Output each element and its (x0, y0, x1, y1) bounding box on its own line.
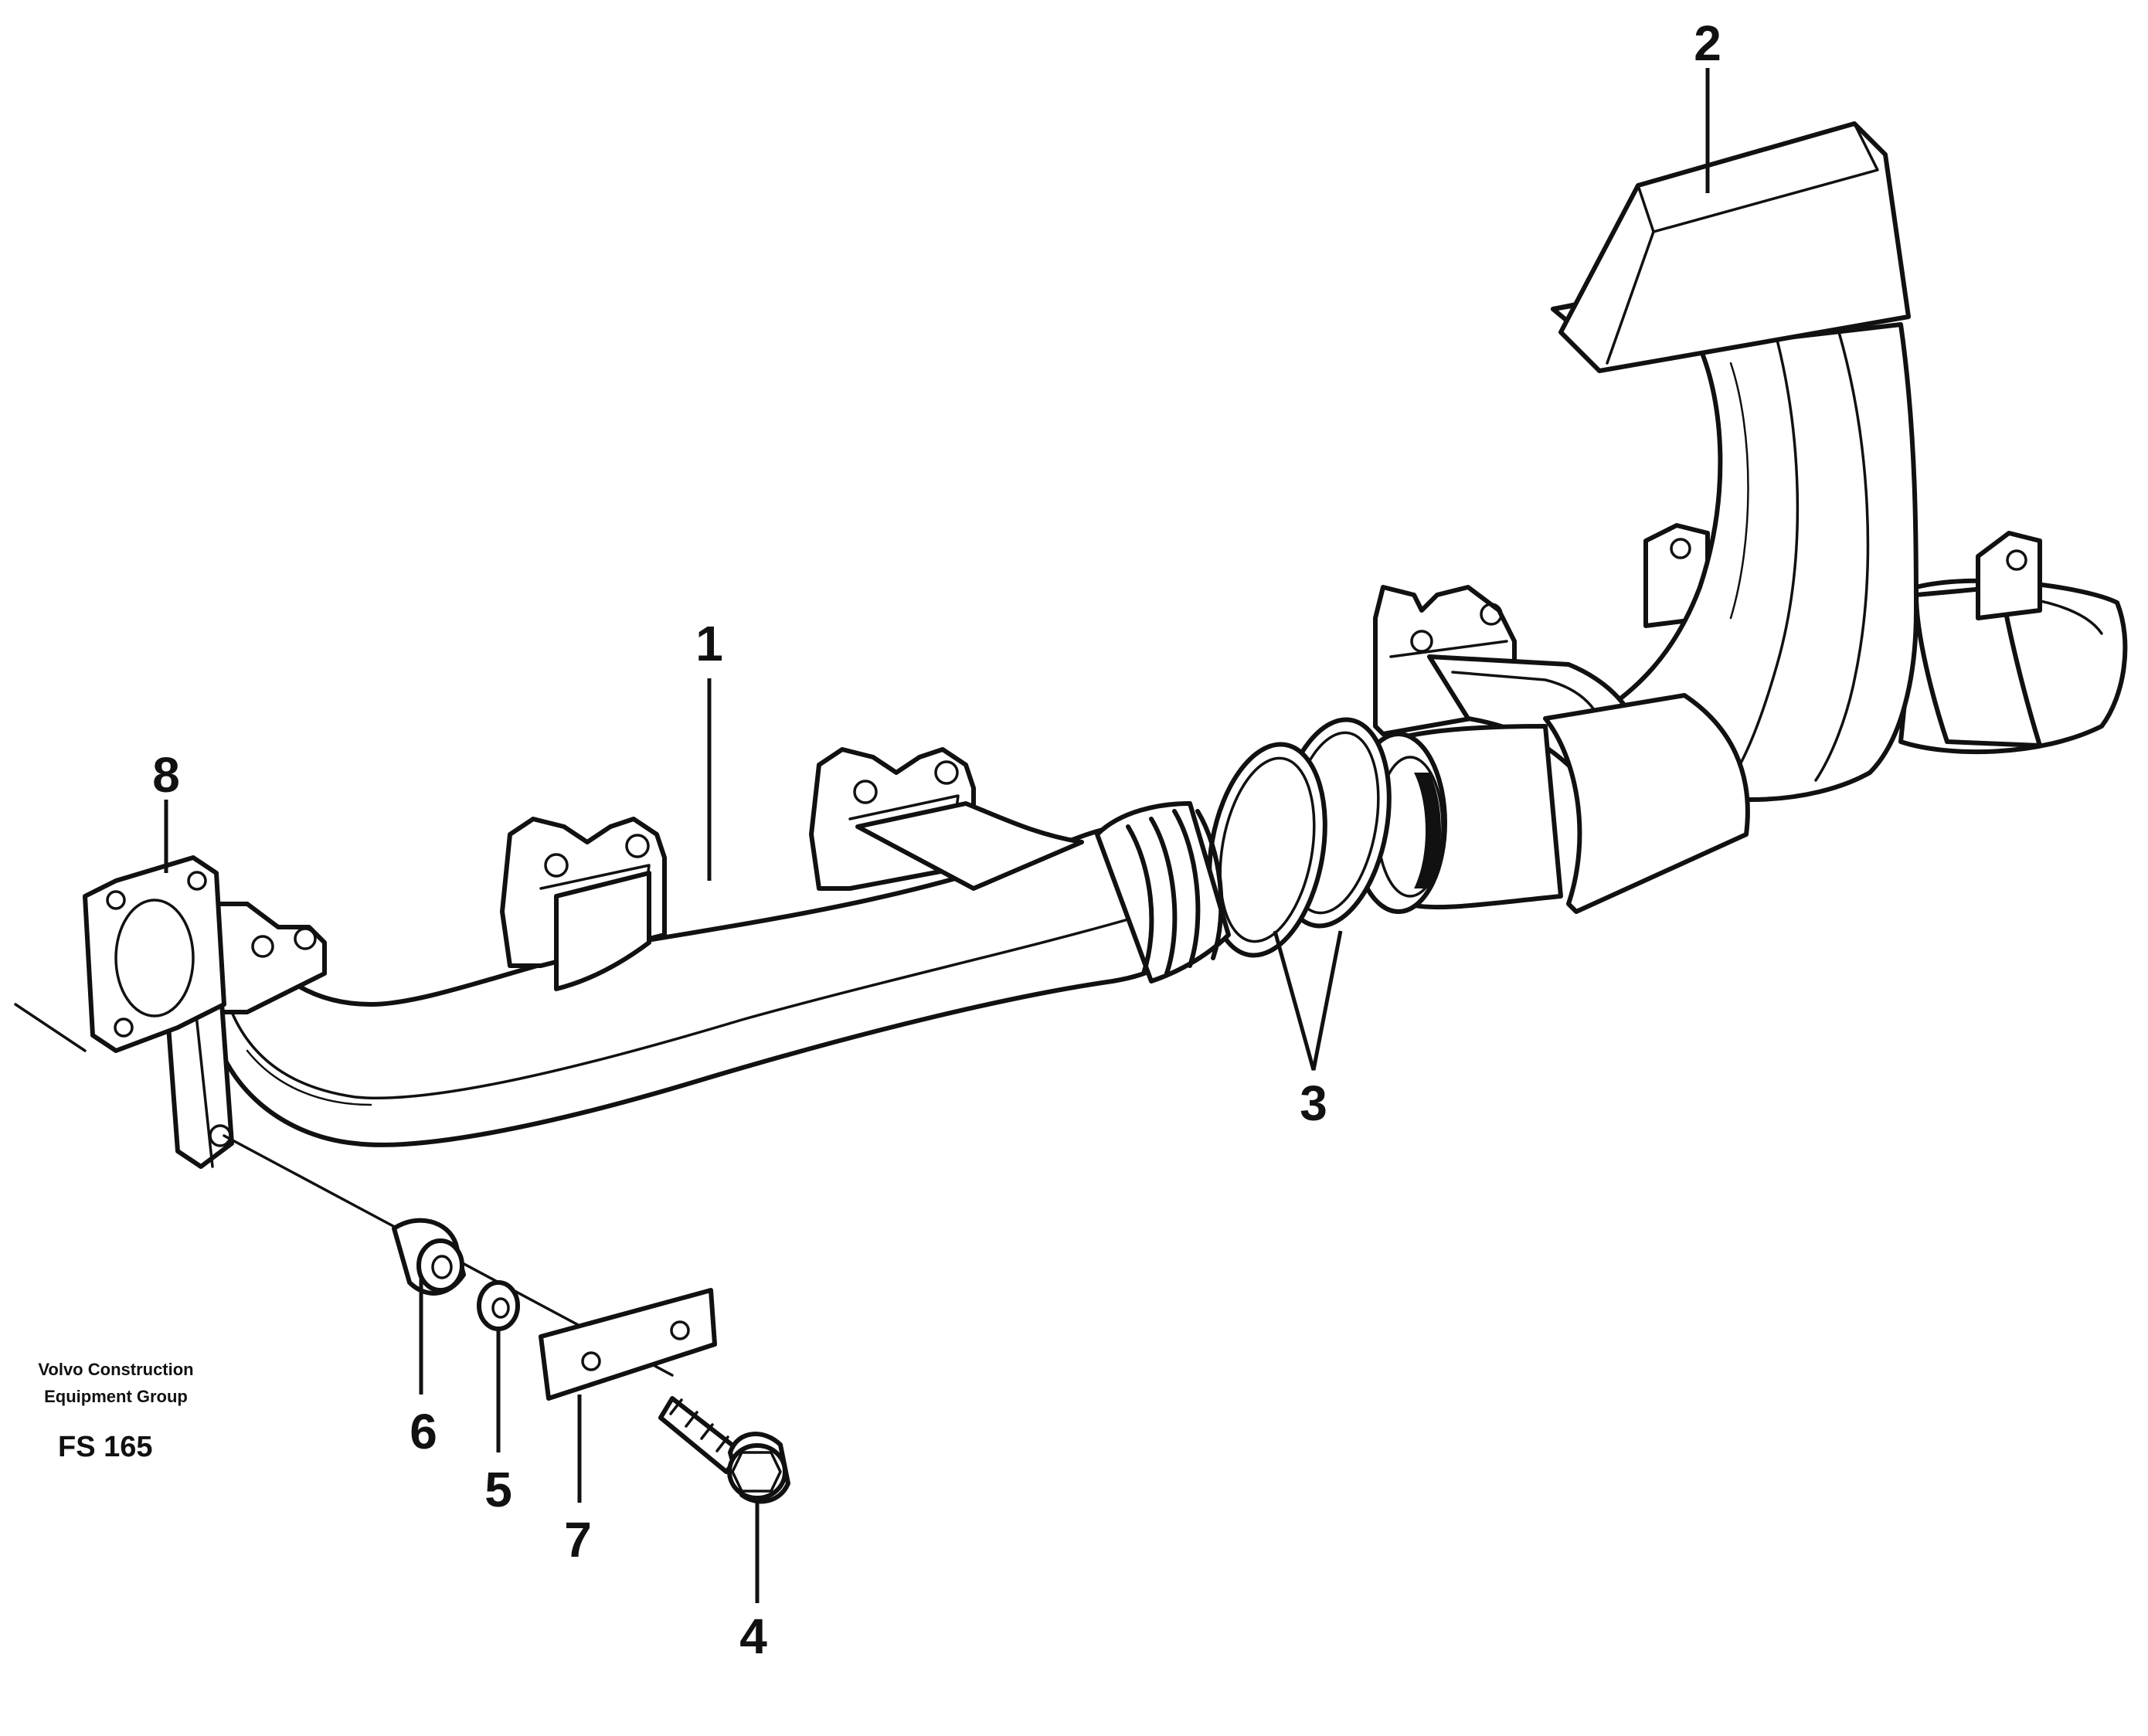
spacer-sleeve (392, 1218, 466, 1296)
callout-2: 2 (1694, 15, 1721, 71)
publisher-credit-line-2: Equipment Group (44, 1387, 188, 1406)
callout-4: 4 (739, 1609, 767, 1664)
callout-3: 3 (1300, 1075, 1327, 1131)
front-manifold (160, 747, 1231, 1169)
washer (477, 1280, 520, 1331)
publisher-credit-line-1: Volvo Construction (38, 1360, 193, 1379)
callout-1: 1 (695, 616, 723, 671)
callout-7: 7 (564, 1512, 592, 1568)
figure-code: FS 165 (58, 1431, 153, 1463)
screw (658, 1396, 790, 1504)
callout-8: 8 (152, 747, 180, 803)
rear-manifold (1350, 121, 2128, 914)
callout-6: 6 (410, 1404, 437, 1459)
leader-lines (164, 68, 1710, 1603)
lock-plate (539, 1288, 717, 1401)
callout-5: 5 (484, 1462, 512, 1517)
sealing-rings (1207, 717, 1392, 958)
gasket (14, 855, 226, 1053)
